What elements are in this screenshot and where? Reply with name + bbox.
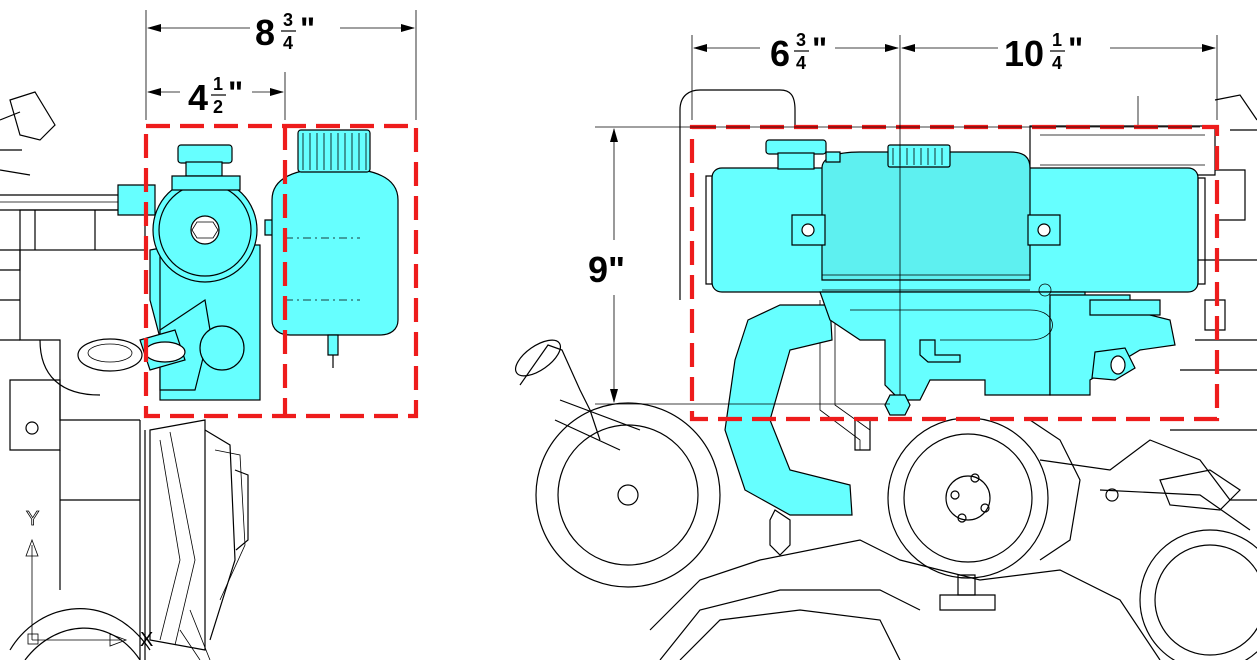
dim-den: 2: [213, 97, 223, 117]
dim-unit: ": [300, 11, 315, 47]
dim-num: 3: [283, 10, 293, 30]
dimension-overall-width: 8 3 4 ": [255, 10, 315, 53]
dim-whole: 10: [1004, 33, 1044, 74]
dimension-left-width: 6 3 4 ": [770, 30, 827, 74]
front-view: 6 3 4 " 10 1 4 " 9": [515, 30, 1257, 660]
side-filter-assembly: [117, 144, 281, 401]
dim-unit: ": [228, 75, 243, 111]
side-engine-outline: [0, 91, 249, 660]
side-view: 8 3 4 " 4 1 2 " Y X: [0, 10, 419, 660]
dim-whole: 6: [770, 33, 790, 74]
side-reservoir: [271, 129, 399, 368]
dim-num: 1: [1052, 30, 1062, 50]
axis-x-label: X: [140, 629, 153, 651]
axis-y-label: Y: [26, 508, 39, 530]
side-dimensions: 8 3 4 " 4 1 2 ": [145, 10, 417, 120]
dimension-right-width: 10 1 4 ": [1004, 30, 1083, 74]
dim-unit: ": [812, 31, 827, 67]
front-tank-assembly: [705, 139, 1206, 516]
dim-num: 3: [796, 30, 806, 50]
dim-num: 1: [213, 74, 223, 94]
dimension-height: 9": [588, 249, 625, 290]
axis-triad-icon: Y X: [25, 508, 153, 651]
dim-den: 4: [796, 53, 806, 73]
front-dimensions: 6 3 4 " 10 1 4 " 9": [588, 30, 1218, 403]
dim-whole: 4: [188, 77, 208, 118]
front-reference-lines: [595, 35, 1200, 405]
dim-unit: ": [1068, 31, 1083, 67]
dim-den: 4: [283, 33, 293, 53]
side-envelope: [143, 123, 419, 419]
dimension-front-width: 4 1 2 ": [188, 74, 243, 118]
dim-whole: 8: [255, 12, 275, 53]
dim-den: 4: [1052, 53, 1062, 73]
